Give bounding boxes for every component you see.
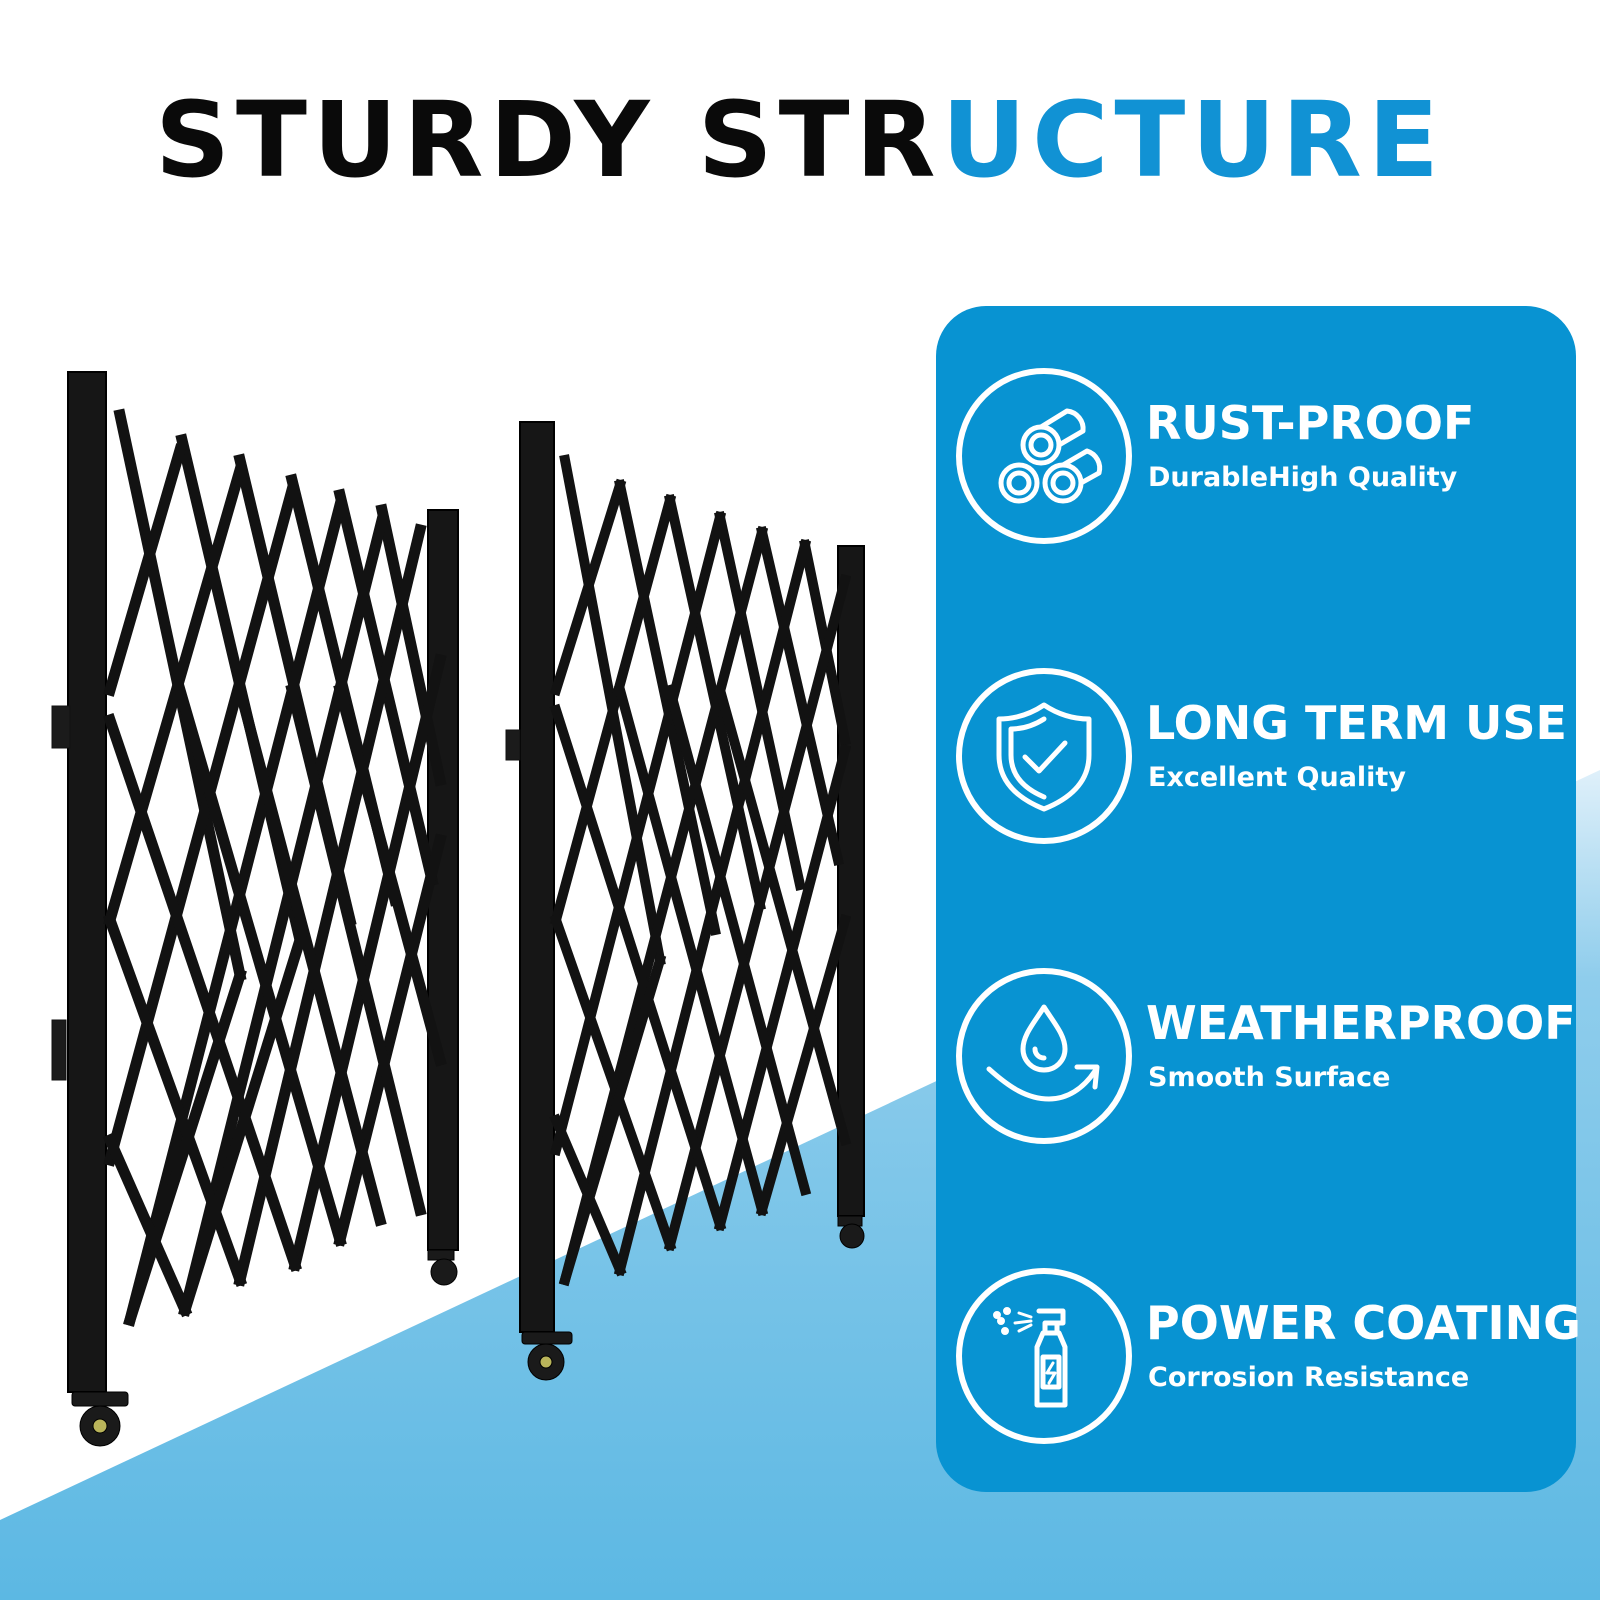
feature-long-term-use: LONG TERM USE Excellent Quality — [956, 668, 1576, 858]
feature-title: RUST-PROOF — [1146, 396, 1475, 450]
gate-left — [51, 371, 459, 1447]
feature-title: POWER COATING — [1146, 1296, 1581, 1350]
feature-subtitle: DurableHigh Quality — [1148, 462, 1458, 493]
feature-subtitle: Excellent Quality — [1148, 762, 1406, 793]
feature-weatherproof: WEATHERPROOF Smooth Surface — [956, 968, 1576, 1158]
feature-power-coating: POWER COATING Corrosion Resistance — [956, 1268, 1581, 1458]
gate-right — [505, 421, 865, 1381]
page-title: STURDY STRUCTURE — [155, 79, 1445, 201]
feature-subtitle: Smooth Surface — [1148, 1062, 1391, 1093]
feature-subtitle: Corrosion Resistance — [1148, 1362, 1470, 1393]
feature-title: WEATHERPROOF — [1146, 996, 1576, 1050]
feature-rust-proof: RUST-PROOF DurableHigh Quality — [956, 368, 1576, 558]
gate-illustration — [51, 371, 865, 1447]
feature-panel: RUST-PROOF DurableHigh Quality LONG TERM… — [936, 306, 1581, 1492]
spray-bottle-icon — [956, 1268, 1132, 1444]
feature-title: LONG TERM USE — [1146, 696, 1567, 750]
water-drop-icon — [956, 968, 1132, 1144]
logs-icon — [956, 368, 1132, 544]
shield-check-icon — [956, 668, 1132, 844]
